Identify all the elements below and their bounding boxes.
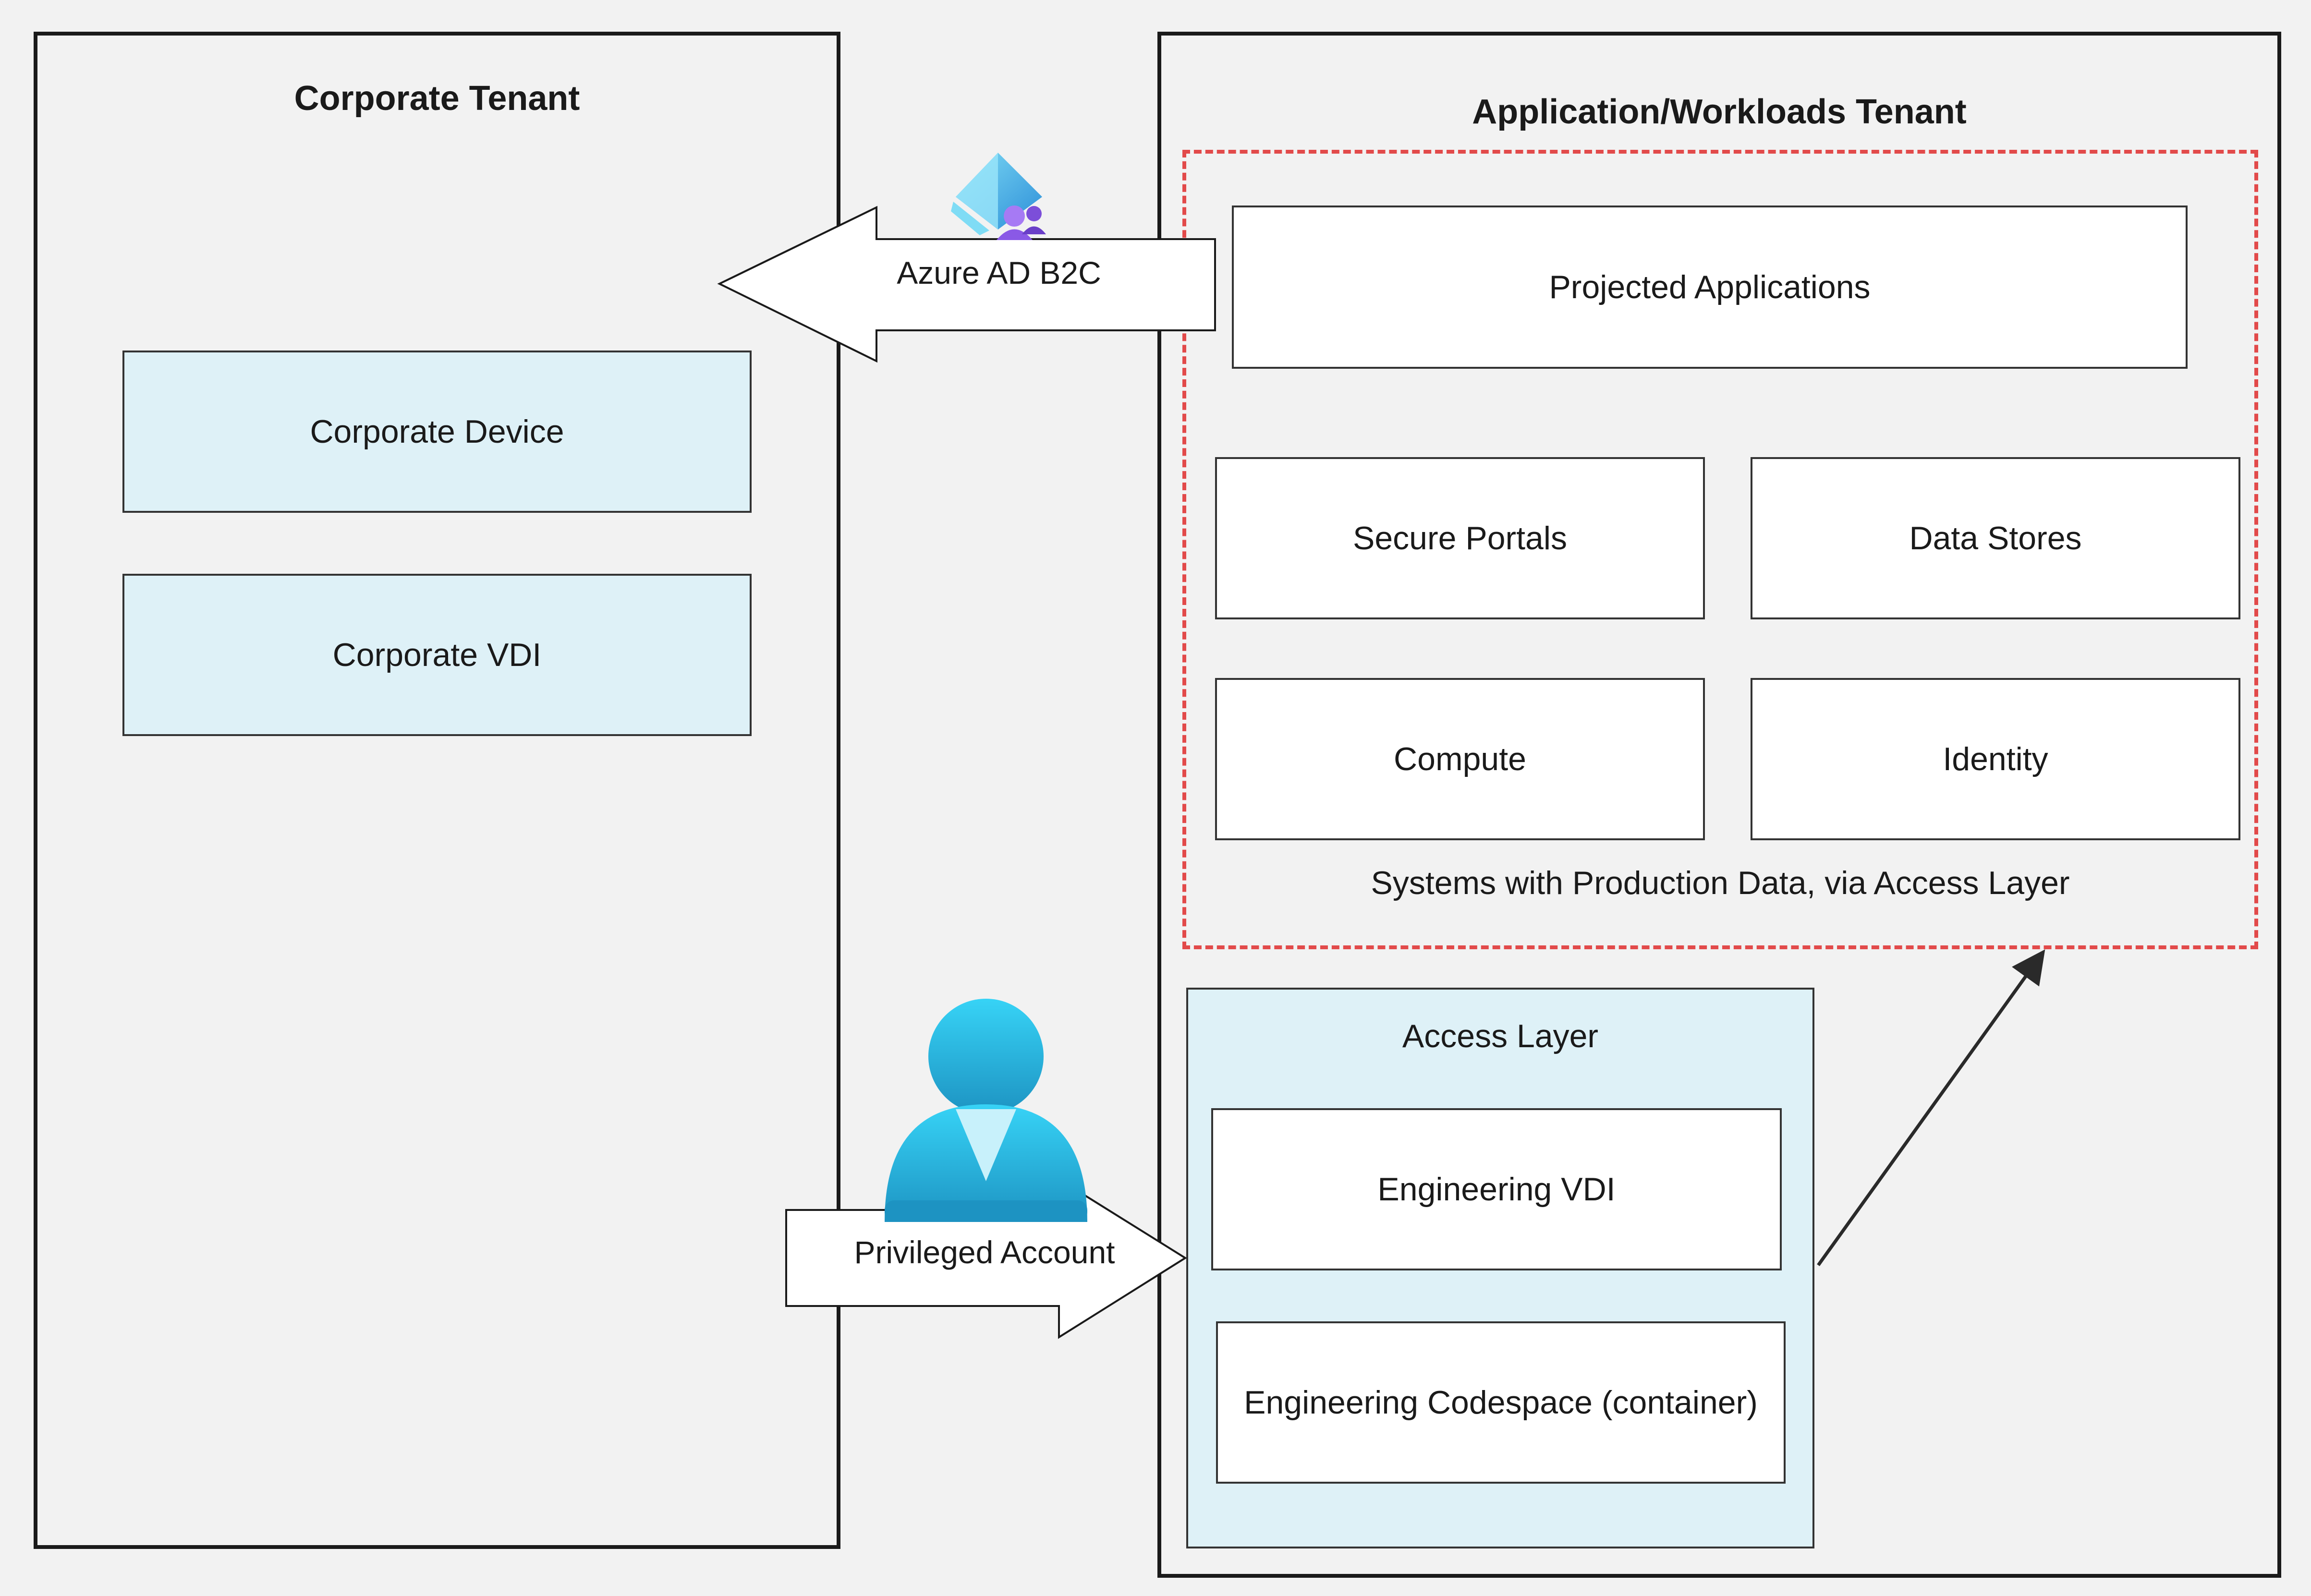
- production-zone-caption: Systems with Production Data, via Access…: [1371, 865, 2070, 901]
- engineering-vdi-box: Engineering VDI: [1211, 1108, 1782, 1270]
- compute-box: Compute: [1215, 678, 1705, 840]
- secure-portals-box: Secure Portals: [1215, 457, 1705, 619]
- user-icon: [885, 999, 1087, 1222]
- azure-ad-b2c-label: Azure AD B2C: [897, 255, 1101, 290]
- azure-ad-b2c-arrow: [717, 206, 1216, 363]
- workloads-tenant-title: Application/Workloads Tenant: [1472, 93, 1967, 131]
- data-stores-box: Data Stores: [1751, 457, 2240, 619]
- corporate-device-box: Corporate Device: [122, 351, 752, 513]
- access-layer-title: Access Layer: [1402, 1018, 1599, 1054]
- engineering-codespace-box: Engineering Codespace (container): [1216, 1321, 1786, 1484]
- azure-ad-b2c-icon: [951, 153, 1046, 240]
- access-to-production-arrow: [1817, 949, 2045, 1267]
- corporate-tenant-title: Corporate Tenant: [294, 79, 580, 118]
- corporate-tenant-container: Corporate Tenant: [34, 32, 840, 1549]
- identity-box: Identity: [1751, 678, 2240, 840]
- privileged-account-label: Privileged Account: [854, 1234, 1115, 1270]
- corporate-vdi-box: Corporate VDI: [122, 574, 752, 736]
- projected-applications-box: Projected Applications: [1232, 206, 2188, 369]
- production-data-zone: [1182, 150, 2258, 949]
